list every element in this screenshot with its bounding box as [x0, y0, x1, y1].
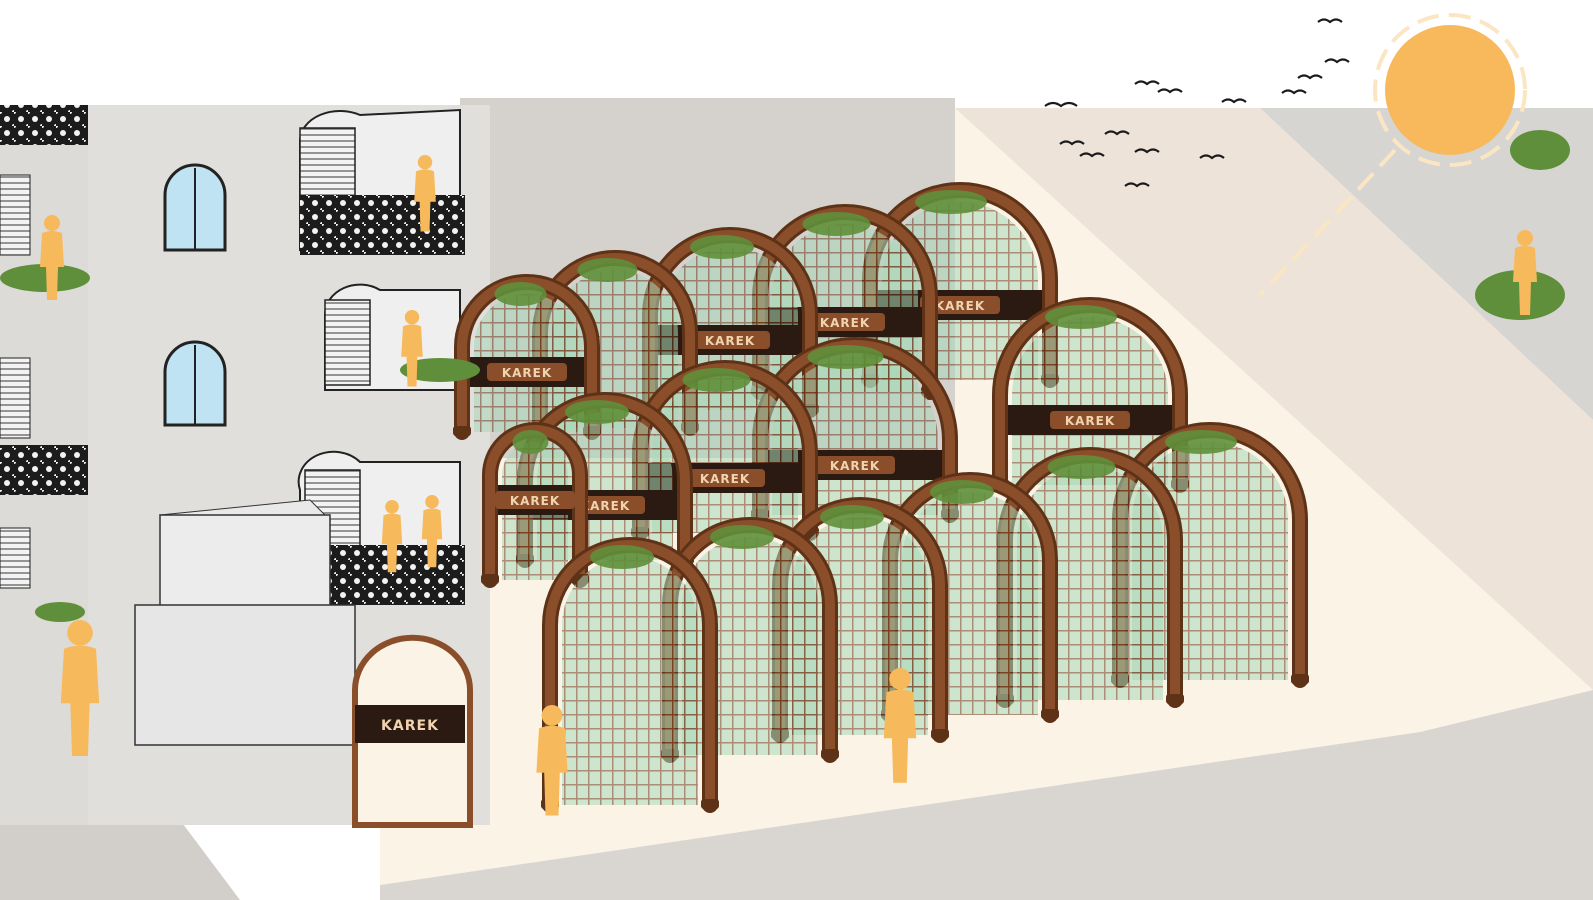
sign-text: KAREK [502, 366, 552, 380]
person-icon [414, 155, 436, 232]
foliage-icon [710, 525, 774, 549]
bird-icon [1104, 130, 1130, 136]
arch-icon [541, 537, 719, 813]
bird-icon [1059, 140, 1085, 146]
foliage-icon [400, 358, 480, 382]
arch-icon: KAREK [991, 297, 1189, 493]
foliage-icon [690, 235, 754, 259]
sign-text: KAREK [830, 459, 880, 473]
person-icon [60, 620, 100, 756]
bird-icon [1124, 182, 1150, 188]
foliage-icon [1045, 305, 1117, 329]
bird-flock [1044, 18, 1350, 188]
pavement [380, 690, 1593, 900]
person-icon [883, 668, 917, 783]
foliage-icon [0, 264, 90, 292]
sign-text: KAREK [820, 316, 870, 330]
bird-icon [1134, 80, 1160, 86]
window [163, 340, 227, 427]
person-icon [381, 500, 403, 573]
sign-text: KAREK [580, 499, 630, 513]
arch-icon: KAREK [481, 422, 589, 588]
right-wall [1260, 108, 1593, 420]
bird-icon [1324, 58, 1350, 64]
person-icon [1513, 230, 1537, 315]
person-icon [421, 495, 443, 568]
pergola-arches: KAREK KAREK KAREK KAREK KAREK KAREK KAREK KAREK… [453, 182, 1309, 813]
foliage-icon [1165, 430, 1237, 454]
foliage-icon [1510, 130, 1570, 170]
bird-icon [1134, 148, 1160, 154]
bird-icon [1044, 101, 1078, 108]
sun-icon [1258, 13, 1527, 297]
sign-text: KAREK [510, 494, 560, 508]
foliage-icon [1047, 455, 1116, 479]
person-icon [536, 705, 568, 816]
bird-icon [1281, 89, 1307, 95]
bird-icon [1079, 152, 1105, 158]
foliage-icon [590, 545, 654, 569]
bird-icon [1317, 18, 1343, 24]
people [40, 155, 1537, 816]
sign-text: KAREK [935, 299, 985, 313]
sign-text: KAREK [700, 472, 750, 486]
bird-icon [1199, 154, 1225, 160]
left-shutter [0, 527, 31, 589]
arch-icon: KAREK [453, 274, 601, 440]
foliage-icon [512, 430, 549, 454]
window [163, 163, 227, 252]
bird-icon [1157, 88, 1183, 94]
foliage-icon [494, 282, 547, 306]
balcony-lattice [0, 445, 88, 495]
bird-icon [1297, 74, 1323, 80]
foliage-icon [820, 505, 884, 529]
left-shutter [0, 174, 31, 256]
foliage-icon [577, 258, 638, 282]
foliage-icon [35, 602, 85, 622]
foliage-icon [802, 212, 871, 236]
foliage-icon [682, 368, 751, 392]
sign-text: KAREK [381, 718, 439, 734]
person-icon [40, 215, 64, 300]
foliage-icon [930, 480, 994, 504]
person-icon [401, 310, 423, 387]
foliage-icon [807, 345, 884, 369]
balcony [299, 108, 465, 255]
balcony-lattice [0, 105, 88, 145]
left-shutter [0, 357, 31, 439]
foliage-icon [565, 400, 629, 424]
block-base [134, 604, 356, 746]
foliage-icon [915, 190, 987, 214]
sign-text: KAREK [1065, 414, 1115, 428]
sign-text: KAREK [705, 334, 755, 348]
bird-icon [1221, 98, 1247, 104]
doorway-sign [355, 705, 465, 743]
